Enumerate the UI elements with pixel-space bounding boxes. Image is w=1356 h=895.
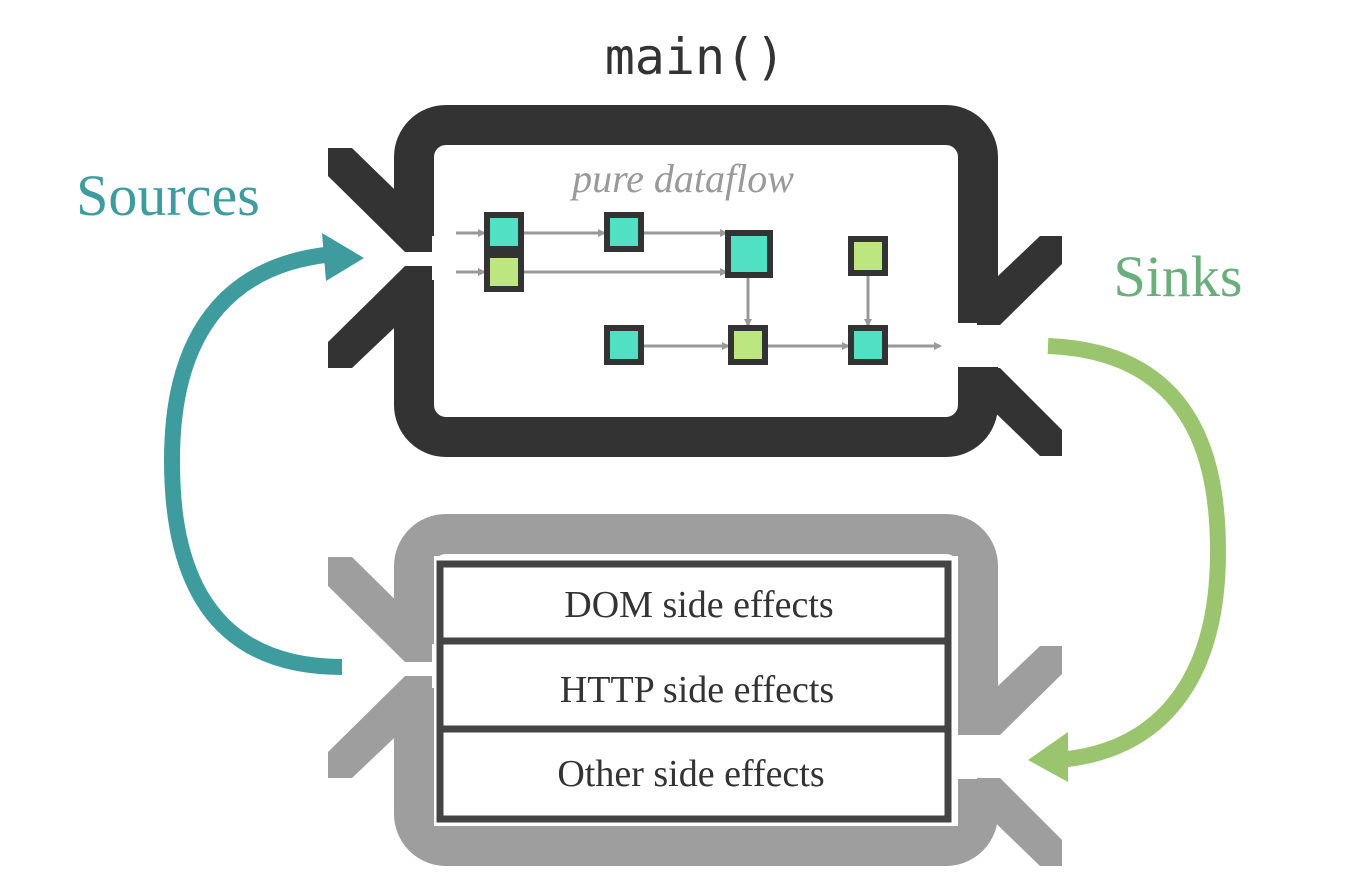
driver-row <box>436 560 952 645</box>
flow-node <box>484 212 524 252</box>
driver-row <box>436 637 952 733</box>
flow-node <box>848 236 888 276</box>
dataflow-graph <box>456 229 942 350</box>
drivers-list: DOM side effects HTTP side effects Other… <box>434 556 958 826</box>
sinks-label: Sinks <box>1114 244 1243 309</box>
main-box <box>328 105 1062 457</box>
main-title: main() <box>605 28 786 86</box>
driver-row <box>436 725 952 823</box>
flow-node <box>848 325 888 365</box>
flow-node <box>725 230 773 278</box>
sinks-arrow <box>1028 338 1227 782</box>
sources-label: Sources <box>76 163 260 228</box>
sources-arrow <box>163 233 364 675</box>
flow-node <box>604 325 644 365</box>
driver-label-other: Other side effects <box>557 753 824 795</box>
dataflow-nodes <box>484 212 888 365</box>
drivers-box <box>328 514 1062 866</box>
main-subtitle: pure dataflow <box>569 156 794 201</box>
driver-label-http: HTTP side effects <box>560 669 834 711</box>
driver-label-dom: DOM side effects <box>564 584 833 626</box>
flow-node <box>604 212 644 252</box>
flow-node <box>728 325 768 365</box>
flow-node <box>484 252 524 292</box>
